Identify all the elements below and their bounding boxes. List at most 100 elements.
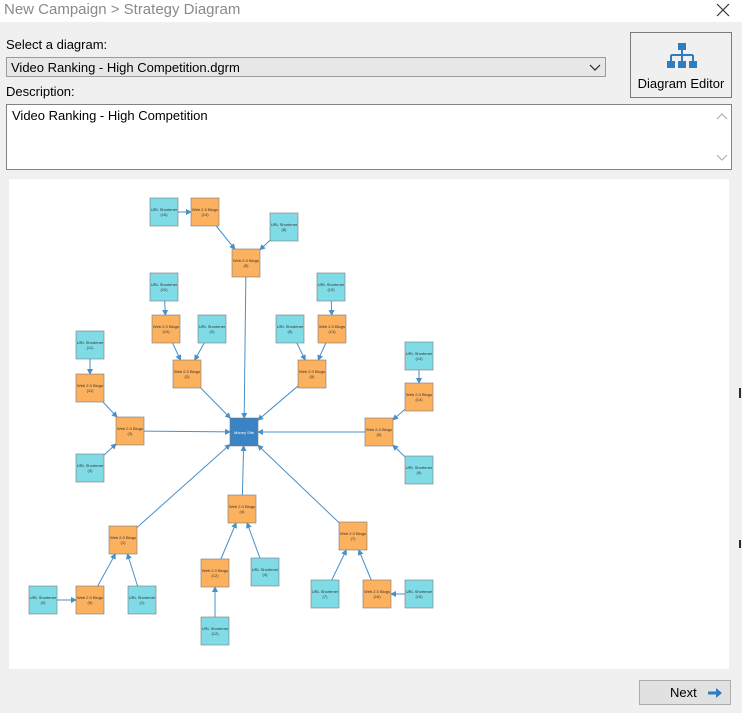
diagram-select-value: Video Ranking - High Competition.dgrm bbox=[11, 60, 240, 75]
node-box bbox=[364, 417, 394, 447]
diagram-edge bbox=[296, 342, 306, 361]
node-box bbox=[127, 585, 157, 615]
diagram-edge bbox=[259, 239, 271, 251]
node-label: URL Shortener bbox=[202, 626, 229, 631]
node-label: URL Shortener bbox=[318, 282, 345, 287]
diagram-node-w13: Web 2.0 Blogs(13) bbox=[317, 314, 347, 344]
diagram-node-w5: Web 2.0 Blogs(5) bbox=[297, 359, 327, 389]
diagram-node-s15: URL Shortener(15) bbox=[404, 579, 434, 609]
node-number: (9) bbox=[41, 600, 47, 605]
node-label: Web 2.0 Blogs bbox=[202, 568, 228, 573]
node-label: Web 2.0 Blogs bbox=[406, 392, 432, 397]
title-bar: New Campaign > Strategy Diagram bbox=[0, 0, 742, 22]
diagram-edge bbox=[97, 553, 116, 587]
node-label: Web 2.0 Blogs bbox=[110, 535, 136, 540]
node-label: Web 2.0 Blogs bbox=[233, 258, 259, 263]
node-label: Web 2.0 Blogs bbox=[229, 504, 255, 509]
node-number: (2) bbox=[185, 374, 191, 379]
scroll-down-icon[interactable] bbox=[716, 153, 728, 163]
node-box bbox=[149, 272, 179, 302]
node-number: (10) bbox=[162, 329, 170, 334]
diagram-edge bbox=[357, 549, 372, 581]
node-label: URL Shortener bbox=[77, 340, 104, 345]
node-box bbox=[404, 455, 434, 485]
node-number: (6) bbox=[377, 432, 383, 437]
node-number: (11) bbox=[87, 388, 94, 393]
next-label: Next bbox=[670, 685, 697, 700]
diagram-edge bbox=[240, 445, 247, 496]
diagram-node-s8a: URL Shortener(8) bbox=[269, 212, 299, 242]
node-label: Web 2.0 Blogs bbox=[340, 531, 366, 536]
diagram-node-s3: URL Shortener(3) bbox=[75, 453, 105, 483]
node-label: Web 2.0 Blogs bbox=[366, 427, 392, 432]
node-box bbox=[227, 494, 257, 524]
node-number: (3) bbox=[128, 431, 134, 436]
node-box bbox=[190, 197, 220, 227]
diagram-edge bbox=[215, 225, 236, 250]
node-label: Web 2.0 Blogs bbox=[117, 426, 143, 431]
node-label: URL Shortener bbox=[30, 595, 57, 600]
diagram-edge bbox=[200, 387, 231, 419]
node-box bbox=[404, 382, 434, 412]
scroll-up-icon[interactable] bbox=[716, 111, 728, 121]
node-box bbox=[75, 585, 105, 615]
node-box bbox=[231, 248, 261, 278]
node-number: (5) bbox=[310, 374, 316, 379]
next-button[interactable]: Next bbox=[639, 680, 731, 705]
node-number: (5) bbox=[288, 329, 294, 334]
diagram-edge bbox=[102, 401, 118, 418]
diagram-edge bbox=[331, 549, 347, 581]
diagram-edge bbox=[103, 443, 117, 456]
diagram-node-w11: Web 2.0 Blogs(11) bbox=[75, 373, 105, 403]
close-icon[interactable] bbox=[714, 1, 732, 19]
diagram-node-w12: Web 2.0 Blogs(12) bbox=[200, 558, 230, 588]
node-label: URL Shortener bbox=[151, 207, 178, 212]
diagram-edge bbox=[162, 300, 169, 316]
node-box bbox=[108, 525, 138, 555]
node-box bbox=[149, 197, 179, 227]
diagram-node-w10: Web 2.0 Blogs(10) bbox=[151, 314, 181, 344]
diagram-node-s16: URL Shortener(16) bbox=[149, 197, 179, 227]
node-box bbox=[269, 212, 299, 242]
diagram-editor-button[interactable]: Diagram Editor bbox=[630, 32, 732, 98]
node-box bbox=[250, 557, 280, 587]
diagram-node-money: Money Site bbox=[229, 417, 259, 447]
chevron-down-icon[interactable] bbox=[589, 61, 601, 73]
diagram-node-w1: Web 2.0 Blogs(1) bbox=[108, 525, 138, 555]
diagram-node-w9: Web 2.0 Blogs(9) bbox=[75, 585, 105, 615]
node-box bbox=[172, 359, 202, 389]
diagram-edge bbox=[241, 276, 248, 419]
description-field[interactable]: Video Ranking - High Competition bbox=[6, 104, 732, 170]
node-number: (16) bbox=[373, 594, 381, 599]
node-label: Web 2.0 Blogs bbox=[319, 324, 345, 329]
node-box bbox=[404, 341, 434, 371]
node-number: (14) bbox=[201, 212, 209, 217]
node-number: (15) bbox=[415, 594, 423, 599]
node-label: Web 2.0 Blogs bbox=[192, 207, 218, 212]
diagram-edge bbox=[220, 522, 237, 560]
node-box bbox=[28, 585, 58, 615]
node-label: URL Shortener bbox=[271, 222, 298, 227]
node-label: Web 2.0 Blogs bbox=[364, 589, 390, 594]
node-box bbox=[297, 359, 327, 389]
node-number: (11) bbox=[87, 345, 94, 350]
diagram-edge bbox=[143, 428, 231, 435]
node-number: (6) bbox=[417, 470, 423, 475]
node-box bbox=[75, 330, 105, 360]
edge-marker bbox=[739, 388, 741, 398]
node-box bbox=[197, 314, 227, 344]
diagram-node-w4: Web 2.0 Blogs(4) bbox=[227, 494, 257, 524]
diagram-node-s4: URL Shortener(4) bbox=[250, 557, 280, 587]
diagram-node-s11: URL Shortener(11) bbox=[75, 330, 105, 360]
diagram-edge bbox=[392, 408, 406, 421]
node-box bbox=[151, 314, 181, 344]
node-box bbox=[362, 579, 392, 609]
diagram-select[interactable]: Video Ranking - High Competition.dgrm bbox=[6, 57, 606, 77]
diagram-edge bbox=[172, 342, 182, 361]
node-number: (13) bbox=[327, 287, 335, 292]
node-label: URL Shortener bbox=[199, 324, 226, 329]
diagram-node-w14a: Web 2.0 Blogs(14) bbox=[190, 197, 220, 227]
diagram-edge bbox=[317, 342, 327, 361]
node-number: (13) bbox=[328, 329, 336, 334]
